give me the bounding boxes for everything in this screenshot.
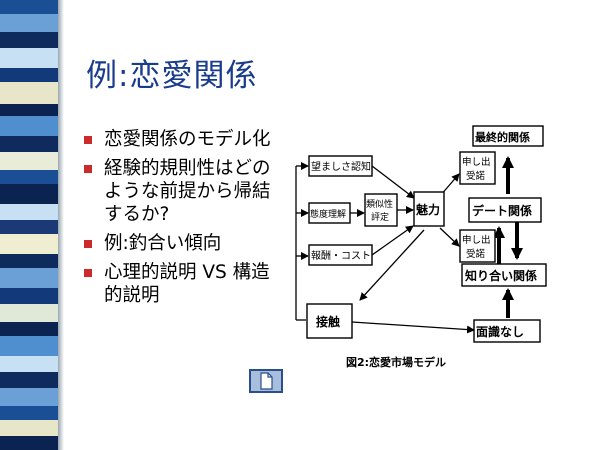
node-offer-mid: 申し出 受諾: [459, 229, 496, 263]
bullet-text: 例:釣合い傾向: [104, 233, 222, 254]
bullet-item: 恋愛関係のモデル化: [84, 128, 284, 151]
love-market-model-diagram: 望ましさ認知 態度理解 類似性 評定 報酬・コスト 魅力 接触 最終的関係 申し…: [295, 125, 547, 369]
node-label: 評定: [371, 211, 389, 223]
progression-arrows: [493, 156, 523, 318]
connector-lines: [295, 162, 475, 334]
node-label: 申し出: [462, 234, 491, 246]
node-final-relationship: 最終的関係: [472, 125, 544, 147]
bullet-item: 心理的説明 VS 構造的説明: [84, 261, 284, 307]
node-acquaintance: 知り合い関係: [461, 263, 547, 287]
bullet-text: 経験的規則性はどのような前提から帰結するか?: [104, 158, 271, 225]
node-desirability: 望ましさ認知: [308, 155, 373, 177]
bullet-marker: [84, 240, 92, 248]
node-label: 申し出: [462, 156, 491, 168]
node-similarity: 類似性 評定: [364, 193, 398, 227]
bullet-text: 心理的説明 VS 構造的説明: [104, 262, 270, 306]
bullet-item: 例:釣合い傾向: [84, 232, 284, 255]
diagram-caption: 図2:恋愛市場モデル: [346, 355, 446, 369]
document-icon: [260, 372, 273, 390]
node-label: デート関係: [472, 203, 532, 218]
node-label: 面識なし: [476, 324, 524, 339]
node-date-relationship: デート関係: [468, 197, 542, 223]
bullet-marker: [84, 136, 92, 144]
decorative-stripe-band: [0, 0, 58, 450]
document-link-button[interactable]: [249, 369, 283, 393]
node-label: 報酬・コスト: [311, 250, 371, 262]
node-label: 受諾: [466, 170, 486, 182]
node-label: 類似性: [366, 198, 393, 210]
node-reward-cost: 報酬・コスト: [308, 244, 373, 266]
node-label: 接触: [316, 314, 340, 329]
node-no-acquaintance: 面識なし: [473, 319, 541, 343]
node-label: 魅力: [416, 202, 440, 217]
bullet-text: 恋愛関係のモデル化: [104, 129, 271, 150]
node-offer-top: 申し出 受諾: [459, 151, 496, 185]
node-label: 知り合い関係: [464, 268, 537, 283]
node-contact: 接触: [306, 303, 353, 339]
bullet-marker: [84, 165, 92, 173]
node-attraction: 魅力: [413, 191, 445, 227]
bullet-marker: [84, 269, 92, 277]
node-label: 望ましさ認知: [311, 160, 371, 173]
node-label: 受諾: [466, 248, 486, 260]
stripe-shadow: [58, 0, 64, 450]
bullet-list: 恋愛関係のモデル化 経験的規則性はどのような前提から帰結するか? 例:釣合い傾向…: [84, 128, 284, 313]
node-attitude: 態度理解: [308, 202, 351, 224]
slide-title: 例:恋愛関係: [86, 58, 258, 94]
node-label: 態度理解: [310, 208, 346, 220]
node-label: 最終的関係: [475, 130, 530, 144]
bullet-item: 経験的規則性はどのような前提から帰結するか?: [84, 157, 284, 226]
